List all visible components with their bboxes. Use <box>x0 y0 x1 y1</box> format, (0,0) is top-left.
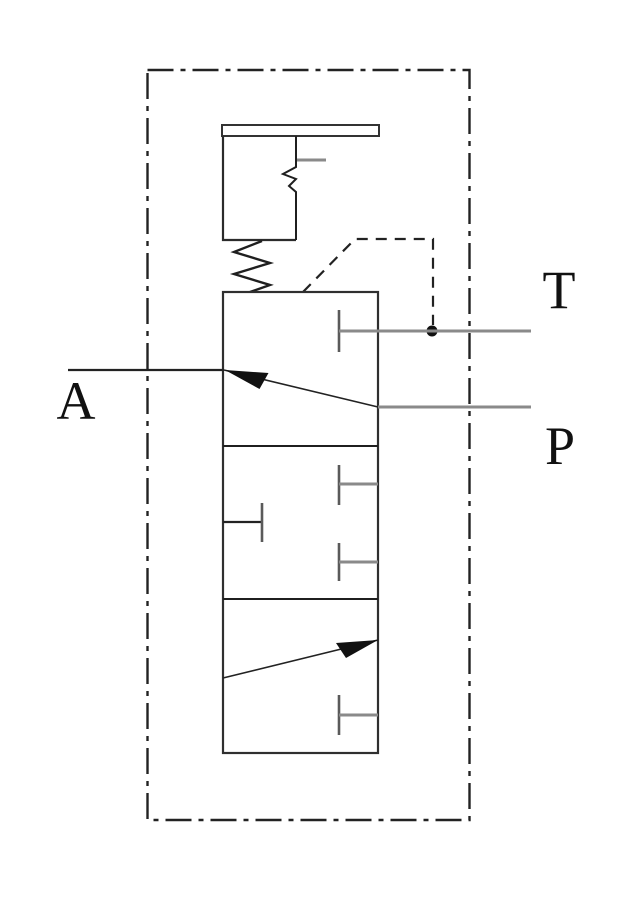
port-label-a: A <box>57 371 96 431</box>
actuator-kink-line <box>280 136 298 240</box>
actuator-bar <box>221 124 380 137</box>
pos3-flow-arrowhead <box>336 640 378 658</box>
pos1-flow-arrowhead <box>225 370 269 389</box>
pilot-line <box>302 237 435 325</box>
port-label-t: T <box>543 260 576 320</box>
actuator-box <box>221 136 296 242</box>
enclosure-boundary <box>146 68 471 822</box>
port-label-p: P <box>545 416 575 476</box>
return-spring <box>229 239 275 294</box>
